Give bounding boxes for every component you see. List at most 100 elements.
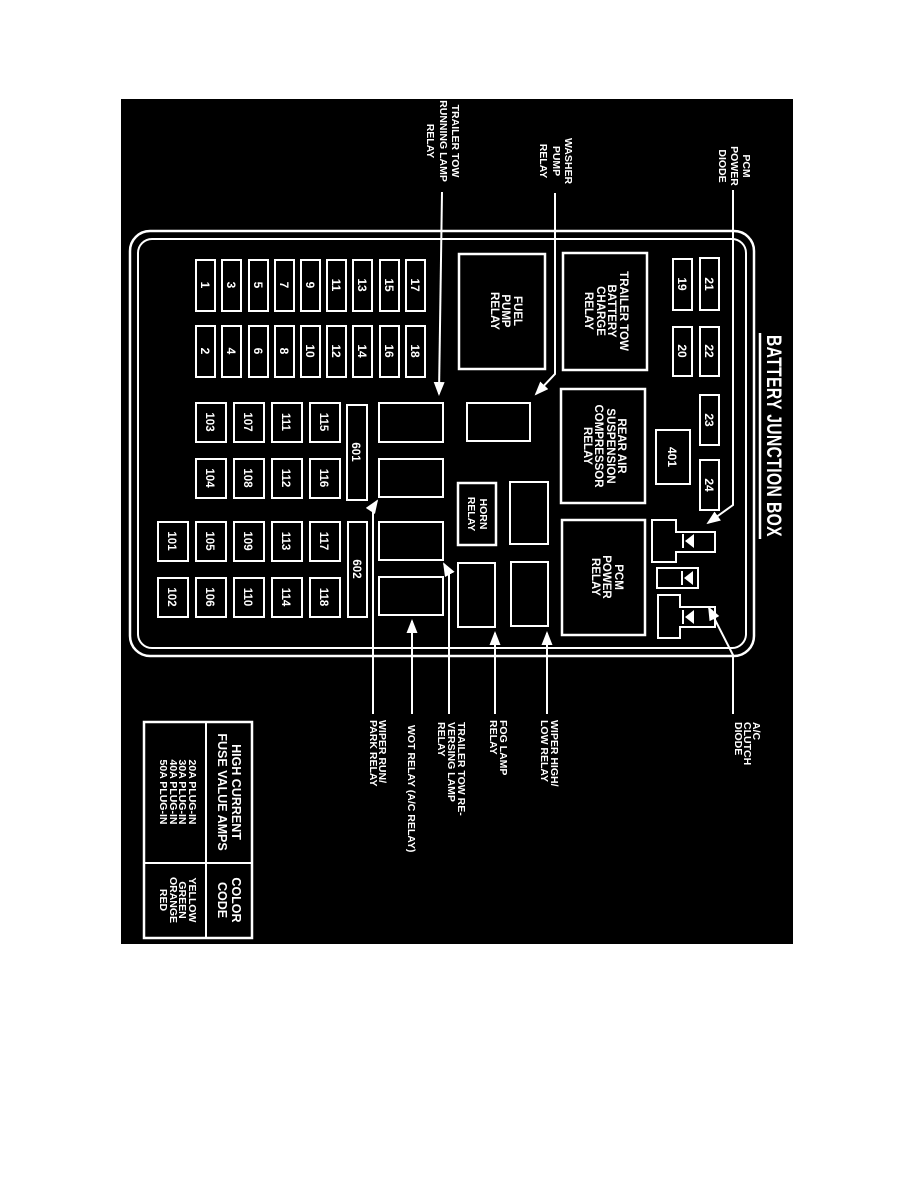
svg-text:4: 4 xyxy=(224,348,238,355)
svg-text:WASHER: WASHER xyxy=(562,138,574,185)
svg-text:602: 602 xyxy=(350,559,362,578)
svg-text:RELAY: RELAY xyxy=(582,292,594,330)
svg-text:21: 21 xyxy=(702,277,716,291)
wiper-high-low-relay-socket xyxy=(510,561,549,627)
unlabeled-socket xyxy=(509,481,549,545)
svg-text:17: 17 xyxy=(408,278,422,292)
svg-text:DIODE: DIODE xyxy=(732,722,744,755)
fuse-109: 109 xyxy=(233,521,265,562)
svg-text:106: 106 xyxy=(203,587,215,606)
fuse-19: 19 xyxy=(672,258,693,311)
svg-text:RELAY: RELAY xyxy=(435,722,447,757)
svg-text:110: 110 xyxy=(241,588,253,607)
svg-text:102: 102 xyxy=(165,587,177,606)
fuse-20: 20 xyxy=(672,326,693,377)
fuse-104: 104 xyxy=(195,458,227,499)
svg-text:117: 117 xyxy=(317,532,329,551)
svg-text:PUMP: PUMP xyxy=(550,146,562,176)
fuse-24: 24 xyxy=(699,459,720,511)
callout-wiper-high-low-relay: WIPER HIGH/ LOW RELAY xyxy=(538,631,560,787)
fuse-111: 111 xyxy=(271,402,303,443)
svg-text:ORANGE: ORANGE xyxy=(167,877,179,923)
svg-text:FUEL: FUEL xyxy=(511,296,523,326)
svg-text:113: 113 xyxy=(279,532,291,551)
svg-text:RED: RED xyxy=(157,889,169,912)
svg-text:CLUTCH: CLUTCH xyxy=(741,722,753,765)
fuse-117: 117 xyxy=(309,521,341,562)
fuse-10: 10 xyxy=(300,325,321,378)
fuse-6: 6 xyxy=(248,325,269,378)
fuse-8: 8 xyxy=(274,325,295,378)
ac-clutch-diode-package xyxy=(657,594,716,639)
svg-text:1: 1 xyxy=(198,282,212,289)
fuse-18: 18 xyxy=(405,325,426,378)
svg-text:GREEN: GREEN xyxy=(176,881,188,918)
svg-text:RELAY: RELAY xyxy=(537,144,549,179)
svg-text:RELAY: RELAY xyxy=(488,292,500,330)
fuse-14: 14 xyxy=(352,325,373,378)
svg-text:WIPER HIGH/: WIPER HIGH/ xyxy=(548,720,560,787)
fuse-23: 23 xyxy=(699,394,720,446)
svg-text:16: 16 xyxy=(382,344,396,358)
washer-pump-relay-socket xyxy=(466,402,531,442)
svg-text:15: 15 xyxy=(382,278,396,292)
fuse-4: 4 xyxy=(221,325,242,378)
svg-text:PARK RELAY: PARK RELAY xyxy=(367,720,379,787)
svg-text:116: 116 xyxy=(317,469,329,488)
legend-table-border xyxy=(142,720,254,940)
callout-fog-lamp-relay: FOG LAMP RELAY xyxy=(487,631,509,775)
svg-text:TRAILER TOW: TRAILER TOW xyxy=(449,105,461,178)
fuse-3: 3 xyxy=(221,259,242,312)
svg-text:103: 103 xyxy=(203,412,215,431)
svg-text:109: 109 xyxy=(241,531,253,550)
svg-text:18: 18 xyxy=(408,344,422,358)
callout-ac-clutch-diode: A/C CLUTCH DIODE xyxy=(708,606,762,765)
svg-text:LOW RELAY: LOW RELAY xyxy=(538,720,550,782)
svg-text:30A PLUG-IN: 30A PLUG-IN xyxy=(176,760,188,825)
relay-pcm-power: PCM POWER RELAY xyxy=(560,518,647,637)
svg-text:11: 11 xyxy=(329,279,343,292)
fuse-17: 17 xyxy=(405,259,426,312)
svg-text:111: 111 xyxy=(279,413,291,432)
svg-text:23: 23 xyxy=(702,413,716,427)
fuse-15: 15 xyxy=(379,259,400,312)
svg-text:RELAY: RELAY xyxy=(465,497,477,532)
fuse-108: 108 xyxy=(233,458,265,499)
fuse-116: 116 xyxy=(309,458,341,499)
fuse-101: 101 xyxy=(157,521,189,562)
fuse-7: 7 xyxy=(274,259,295,312)
fuse-9: 9 xyxy=(300,259,321,312)
svg-text:107: 107 xyxy=(241,412,253,431)
fuse-103: 103 xyxy=(195,402,227,443)
svg-text:HIGH CURRENT: HIGH CURRENT xyxy=(229,744,243,840)
svg-text:FOG LAMP: FOG LAMP xyxy=(497,720,509,775)
fuse-5: 5 xyxy=(248,259,269,312)
svg-text:RELAY: RELAY xyxy=(589,558,601,596)
leader-arrow xyxy=(433,191,445,396)
svg-text:401: 401 xyxy=(665,447,679,467)
svg-text:FUSE VALUE AMPS: FUSE VALUE AMPS xyxy=(215,733,229,850)
fuse-12: 12 xyxy=(326,325,347,378)
svg-text:12: 12 xyxy=(329,344,343,358)
fuse-13: 13 xyxy=(352,259,373,312)
callout-pcm-power-diode: PCM POWER DIODE xyxy=(706,146,752,525)
svg-text:24: 24 xyxy=(702,478,716,492)
svg-text:3: 3 xyxy=(224,282,238,289)
svg-text:22: 22 xyxy=(702,344,716,358)
svg-text:101: 101 xyxy=(165,531,177,551)
svg-text:13: 13 xyxy=(355,278,369,292)
fuse-110: 110 xyxy=(233,577,265,618)
svg-text:601: 601 xyxy=(349,442,361,462)
svg-text:WIPER RUN/: WIPER RUN/ xyxy=(376,720,388,783)
svg-text:14: 14 xyxy=(355,344,369,358)
svg-text:COLOR: COLOR xyxy=(229,877,243,922)
page-title: BATTERY JUNCTION BOX xyxy=(762,335,785,537)
svg-text:9: 9 xyxy=(303,282,317,289)
leader-arrow xyxy=(708,606,734,714)
fuse-bank-101-118: 115 111 107 103 116 112 108 104 117 113 … xyxy=(157,402,368,618)
svg-text:115: 115 xyxy=(317,413,329,432)
diode-symbol xyxy=(682,610,694,624)
svg-text:RELAY: RELAY xyxy=(581,427,593,465)
